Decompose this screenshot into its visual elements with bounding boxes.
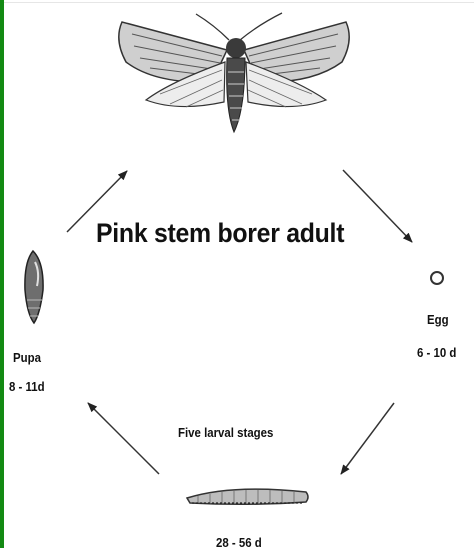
arrow-egg-to-larva <box>341 403 394 474</box>
diagram-title: Pink stem borer adult <box>96 218 344 249</box>
pupa-duration: 8 - 11d <box>9 379 45 394</box>
egg-label: Egg <box>427 312 449 327</box>
egg-duration: 6 - 10 d <box>417 345 456 360</box>
pupa-illustration <box>25 251 43 323</box>
egg-icon <box>431 272 443 284</box>
arrow-adult-to-egg <box>343 170 412 242</box>
larva-illustration <box>187 489 308 504</box>
moth-illustration <box>119 13 349 132</box>
pupa-label: Pupa <box>13 350 41 365</box>
larva-label: Five larval stages <box>178 425 273 440</box>
arrow-larva-to-pupa <box>88 403 159 474</box>
